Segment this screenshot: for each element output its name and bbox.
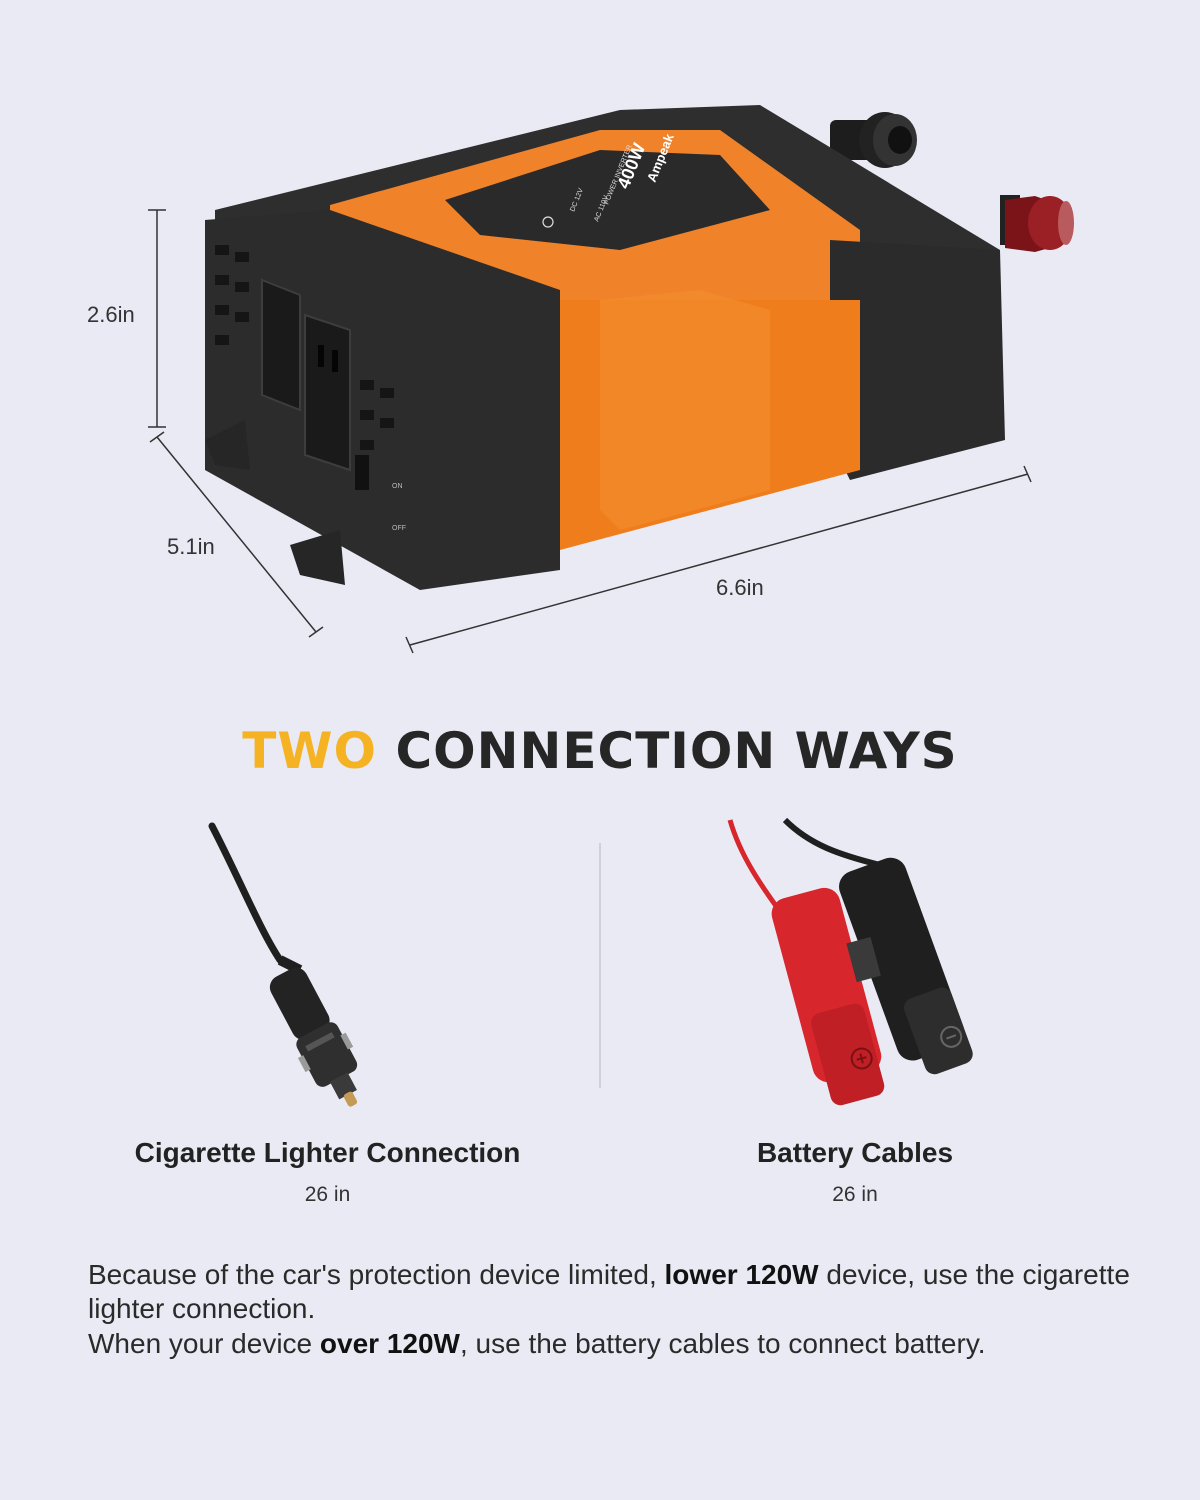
switch-off-text: OFF [392, 525, 406, 532]
heading-rest: CONNECTION WAYS [377, 722, 958, 780]
black-terminal [830, 112, 917, 168]
note-over-120w: When your device over 120W, use the batt… [88, 1327, 1148, 1361]
red-clamp [771, 887, 885, 1106]
label-plate: Ampeak 400W POWER INVERTER DC 12V AC 110… [445, 131, 770, 250]
dimension-lines [148, 209, 1032, 654]
battery-clamps-illustration [727, 817, 973, 1106]
note2-text-b: , use the battery cables to connect batt… [459, 1328, 986, 1359]
column-divider [599, 843, 601, 1088]
right-cap [830, 240, 1005, 480]
width-label: 6.6in [716, 575, 764, 600]
vent-grille [215, 245, 394, 450]
black-clamp [839, 857, 973, 1075]
battery-cables-title: Battery Cables [756, 1137, 954, 1168]
power-switch: ON OFF [355, 455, 406, 532]
cigarette-lighter-length: 26 in [304, 1183, 351, 1206]
note1-bold: lower 120W [664, 1259, 819, 1290]
power-symbol-icon [542, 216, 554, 228]
cigarette-lighter-plug-illustration [208, 822, 358, 1107]
red-terminal [1000, 195, 1074, 252]
inverter-illustration: Ampeak 400W POWER INVERTER DC 12V AC 110… [148, 105, 1074, 654]
note1-text-a: Because of the car's protection device l… [88, 1259, 665, 1290]
mounting-foot [205, 420, 250, 470]
section-heading: TWO CONNECTION WAYS [0, 722, 1200, 780]
depth-label: 5.1in [167, 534, 215, 559]
cigarette-lighter-title: Cigarette Lighter Connection [134, 1137, 521, 1168]
battery-cables-length: 26 in [832, 1183, 878, 1206]
heading-accent: TWO [242, 722, 378, 780]
note2-text-a: When your device [88, 1328, 320, 1359]
switch-on-text: ON [392, 483, 403, 490]
note-lower-120w: Because of the car's protection device l… [88, 1258, 1148, 1326]
note2-bold: over 120W [319, 1328, 460, 1359]
note1-text-b: device, use the cigarette lighter connec… [88, 1259, 1130, 1324]
height-label: 2.6in [87, 302, 135, 327]
ac-outlet-icon [261, 278, 351, 472]
